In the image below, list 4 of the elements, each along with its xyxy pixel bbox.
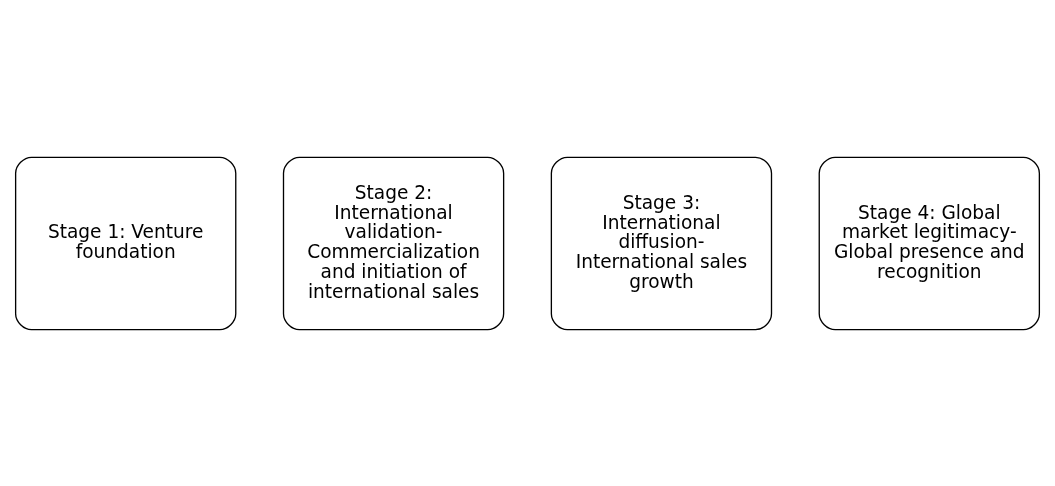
node-box: Stage 1: Venture foundation (14, 156, 237, 330)
node-box: Stage 4: Global market legitimacy- Global presence and recognition (818, 156, 1041, 330)
node-box: Stage 2: International validation- Commercialization and initiation of international sales (282, 156, 505, 330)
node-box: Stage 3: International diffusion- International sales growth (550, 156, 773, 330)
